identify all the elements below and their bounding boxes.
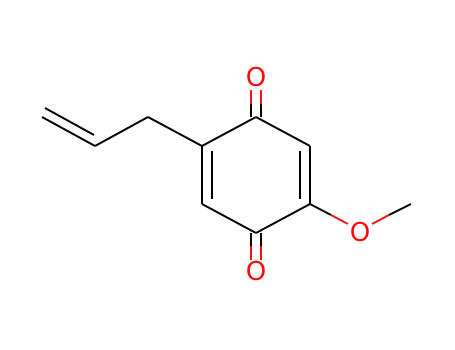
- bond-ch-ch2-terminal-double: [44, 107, 95, 136]
- bond-c1-c2: [255, 116, 311, 147]
- bond-c6-c1: [201, 116, 257, 147]
- bond-ch-ch2-terminal: [41, 116, 96, 147]
- bond-ring-methoxy-o: [309, 203, 332, 216]
- bond-c3-c4: [255, 203, 311, 234]
- bond-ring-ch2: [147, 116, 203, 147]
- atom-label-o-bottom: O: [246, 257, 266, 287]
- bond-ch2-ch: [94, 116, 149, 147]
- bond-methoxy-o-ch3-red: [371, 214, 390, 225]
- atom-label-o-methoxy: O: [350, 218, 370, 248]
- bond-c4-c5: [201, 203, 257, 234]
- atom-label-o-top: O: [246, 63, 266, 93]
- bond-methoxy-o-ch3: [388, 203, 412, 216]
- bond-ring-methoxy-o-red: [330, 214, 349, 225]
